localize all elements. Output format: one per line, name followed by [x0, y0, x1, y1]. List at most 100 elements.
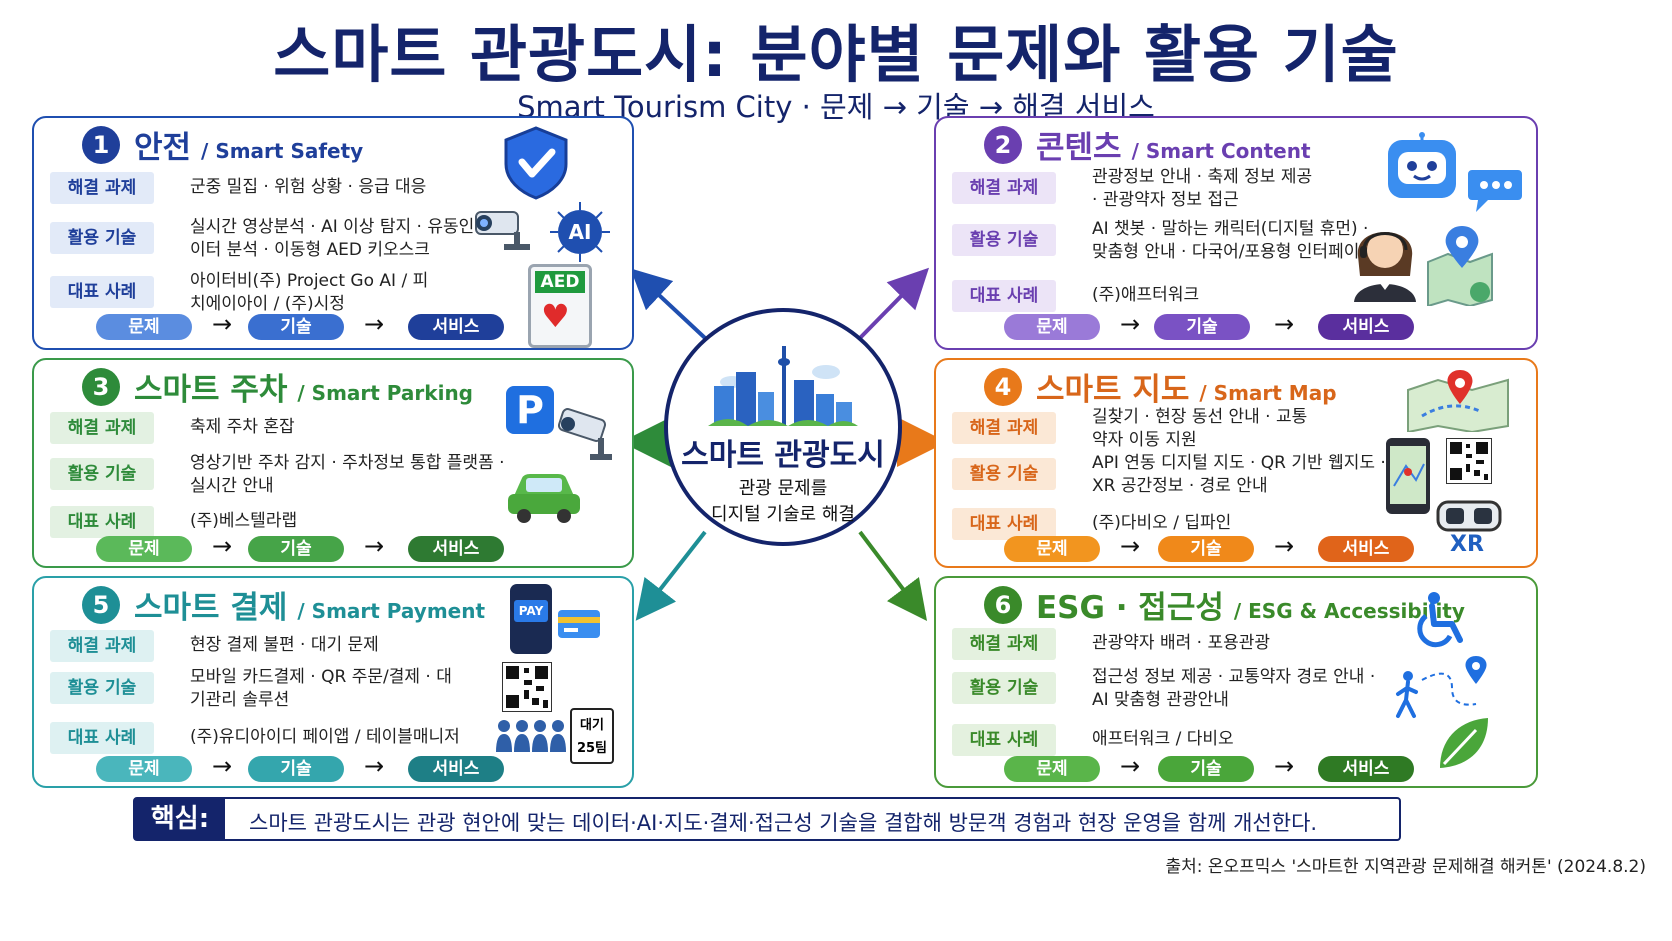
chat-bubble-icon [1468, 170, 1522, 212]
queue-ticket-icon: 대기 25팀 [570, 708, 614, 764]
text-tech: 영상기반 주차 감지 · 주차정보 통합 플랫폼 · 실시간 안내 [190, 453, 505, 496]
flow-arrow: → [1120, 310, 1141, 338]
card-title-text: 스마트 결제 [134, 590, 288, 626]
text-tech: API 연동 디지털 지도 · QR 기반 웹지도 · XR 공간정보 · 경로… [1092, 453, 1386, 496]
folded-map-icon [1407, 370, 1509, 432]
text-task: 길찾기 · 현장 동선 안내 · 교통약자 이동 지원 [1092, 407, 1308, 450]
city-skyline-icon [708, 346, 858, 426]
card-number: 1 [82, 126, 120, 164]
smartphone-map-icon [1386, 438, 1430, 514]
flow-problem: 문제 [1004, 756, 1100, 782]
leaf-icon [1440, 718, 1488, 768]
label-tech: 활용 기술 [50, 222, 154, 254]
card-esg: 6 ESG · 접근성/ ESG & Accessibility 해결 과제 관… [934, 576, 1538, 788]
flow-tech: 기술 [1158, 536, 1254, 562]
arrow-payment [635, 530, 707, 621]
core-summary: 핵심: 스마트 관광도시는 관광 현안에 맞는 데이터·AI·지도·결제·접근성… [133, 797, 1401, 841]
flow-arrow: → [1274, 752, 1295, 780]
flow-arrow: → [212, 310, 233, 338]
card-number: 5 [82, 586, 120, 624]
flow-tech: 기술 [1158, 756, 1254, 782]
text-task: 관광약자 배려 · 포용관광 [1092, 633, 1271, 653]
label-tech: 활용 기술 [952, 672, 1056, 704]
text-tech: 실시간 영상분석 · AI 이상 탐지 · 유동인구 데이터 분석 · 이동형 … [190, 217, 511, 260]
aed-icon: AED ♥ [528, 264, 592, 348]
shield-check-icon [504, 126, 568, 200]
qr-code-icon [502, 662, 552, 712]
flow-problem: 문제 [1004, 314, 1100, 340]
text-case: (주)베스텔라랩 [190, 511, 298, 531]
card-title-text: 스마트 지도 [1036, 372, 1190, 408]
label-tech: 활용 기술 [50, 672, 154, 704]
text-case: (주)애프터워크 [1092, 285, 1200, 305]
walking-person-icon [1396, 656, 1487, 718]
card-title: 안전 / Smart Safety [134, 122, 363, 167]
flow-service: 서비스 [1318, 314, 1414, 340]
card-safety: 1 안전/ Smart Safety 해결 과제 군중 밀집 · 위험 상황 ·… [32, 116, 634, 350]
center-line-1: 관광 문제를 [738, 478, 828, 499]
flow-problem: 문제 [1004, 536, 1100, 562]
text-task: 현장 결제 불편 · 대기 문제 [190, 635, 379, 655]
flow-tech: 기술 [1154, 314, 1250, 340]
heart-icon: ♥ [541, 297, 570, 335]
label-task: 해결 과제 [952, 412, 1056, 444]
flow-tech: 기술 [248, 536, 344, 562]
card-number: 3 [82, 368, 120, 406]
card-title: 스마트 결제 / Smart Payment [134, 582, 485, 627]
flow-service: 서비스 [1318, 536, 1414, 562]
parking-sign-icon: P [506, 386, 554, 434]
flow-arrow: → [364, 752, 385, 780]
cctv-camera-icon [557, 408, 612, 460]
card-payment: 5 스마트 결제 / Smart Payment 해결 과제 현장 결제 불편 ·… [32, 576, 634, 788]
core-text: 스마트 관광도시는 관광 현안에 맞는 데이터·AI·지도·결제·접근성 기술을… [249, 811, 1318, 835]
flow-arrow: → [1274, 310, 1295, 338]
card-title: 스마트 주차/ Smart Parking [134, 364, 473, 409]
label-task: 해결 과제 [50, 630, 154, 662]
card-subtitle: / Smart Payment [297, 599, 486, 623]
label-tech: 활용 기술 [952, 224, 1056, 256]
card-icon [558, 610, 600, 638]
text-task: 관광정보 안내 · 축제 정보 제공 · 관광약자 정보 접근 [1092, 167, 1313, 210]
flow-arrow: → [1274, 532, 1295, 560]
label-case: 대표 사례 [50, 276, 154, 308]
card-title-text: 안전 [134, 130, 192, 166]
label-case: 대표 사례 [952, 280, 1056, 312]
label-task: 해결 과제 [952, 172, 1056, 204]
source-note: 출처: 온오프믹스 '스마트한 지역관광 문제해결 해커톤' (2024.8.2… [1165, 857, 1646, 877]
core-label: 핵심: [135, 799, 225, 839]
label-case: 대표 사례 [952, 724, 1056, 756]
flow-arrow: → [364, 310, 385, 338]
card-title: 스마트 지도 / Smart Map [1036, 364, 1337, 409]
card-parking: 3 스마트 주차/ Smart Parking 해결 과제 축제 주차 혼잡 활… [32, 358, 634, 568]
label-case: 대표 사례 [50, 506, 154, 538]
center-hub: 스마트 관광도시 관광 문제를 디지털 기술로 해결 [664, 308, 902, 546]
card-subtitle: / Smart Content [1131, 139, 1311, 163]
label-tech: 활용 기술 [952, 458, 1056, 490]
card-title-text: 콘텐츠 [1036, 130, 1122, 166]
card-subtitle: / Smart Safety [201, 139, 364, 163]
qr-code-icon [1446, 438, 1492, 484]
car-icon [508, 474, 580, 523]
card-title: ESG · 접근성/ ESG & Accessibility [1036, 582, 1465, 627]
flow-problem: 문제 [96, 314, 192, 340]
arrow-esg [858, 530, 928, 621]
flow-tech: 기술 [248, 756, 344, 782]
card-number: 6 [984, 586, 1022, 624]
label-case: 대표 사례 [50, 722, 154, 754]
center-line-2: 디지털 기술로 해결 [711, 504, 855, 525]
text-case: (주)다비오 / 딥파인 [1092, 513, 1232, 533]
cctv-camera-icon [475, 211, 530, 250]
ai-brain-icon: AI [548, 200, 612, 264]
flow-service: 서비스 [408, 536, 504, 562]
center-title: 스마트 관광도시 [681, 438, 885, 473]
text-task: 군중 밀집 · 위험 상황 · 응급 대응 [190, 177, 427, 197]
flow-arrow: → [1120, 752, 1141, 780]
wheelchair-icon [1417, 592, 1463, 648]
card-map: 4 스마트 지도/ Smart Map 해결 과제 길찾기 · 현장 동선 안내… [934, 358, 1538, 568]
pay-label: PAY [514, 600, 548, 622]
card-subtitle: / Smart Map [1199, 381, 1337, 405]
chatbot-icon [1388, 132, 1456, 198]
card-title: 콘텐츠 / Smart Content [1036, 122, 1311, 167]
ai-label: AI [568, 220, 592, 244]
page-title: 스마트 관광도시: 분야별 문제와 활용 기술 [273, 18, 1399, 91]
